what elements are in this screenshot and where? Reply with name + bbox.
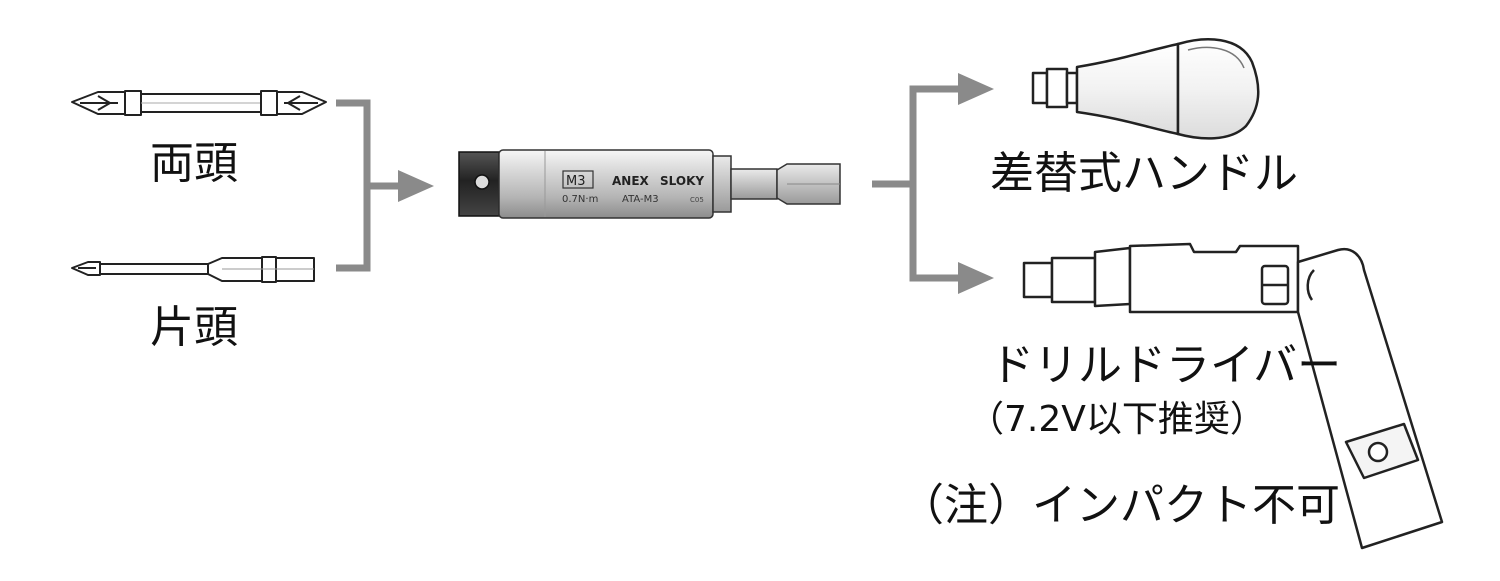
arrow-right-icon — [398, 170, 434, 202]
holder-product-marking: SLOKY — [660, 174, 704, 188]
arrow-right-icon — [958, 262, 994, 294]
interchangeable-handle-icon — [1031, 38, 1260, 140]
input-bracket-connector — [336, 99, 400, 272]
holder-code-marking: C05 — [690, 196, 704, 204]
single-ended-bit-label: 片頭 — [150, 302, 238, 353]
interchangeable-handle-label: 差替式ハンドル — [990, 148, 1298, 199]
holder-model-marking: ATA-M3 — [622, 194, 659, 205]
impact-not-allowed-note: （注）インパクト不可 — [900, 480, 1340, 531]
drill-driver-icon — [1022, 242, 1444, 550]
arrow-right-icon — [958, 73, 994, 105]
drill-driver-label: ドリルドライバー — [990, 340, 1341, 391]
double-ended-bit-label: 両頭 — [150, 138, 238, 189]
double-ended-bit-icon — [71, 90, 327, 116]
drill-driver-voltage-note: （7.2V以下推奨） — [968, 399, 1266, 440]
bit-holder-image — [458, 149, 841, 219]
single-ended-bit-icon — [71, 256, 315, 283]
holder-torque-marking: 0.7N·m — [562, 194, 598, 205]
output-bracket-connector — [872, 85, 960, 282]
holder-brand-marking: ANEX — [612, 174, 650, 188]
holder-size-marking: M3 — [566, 174, 586, 189]
